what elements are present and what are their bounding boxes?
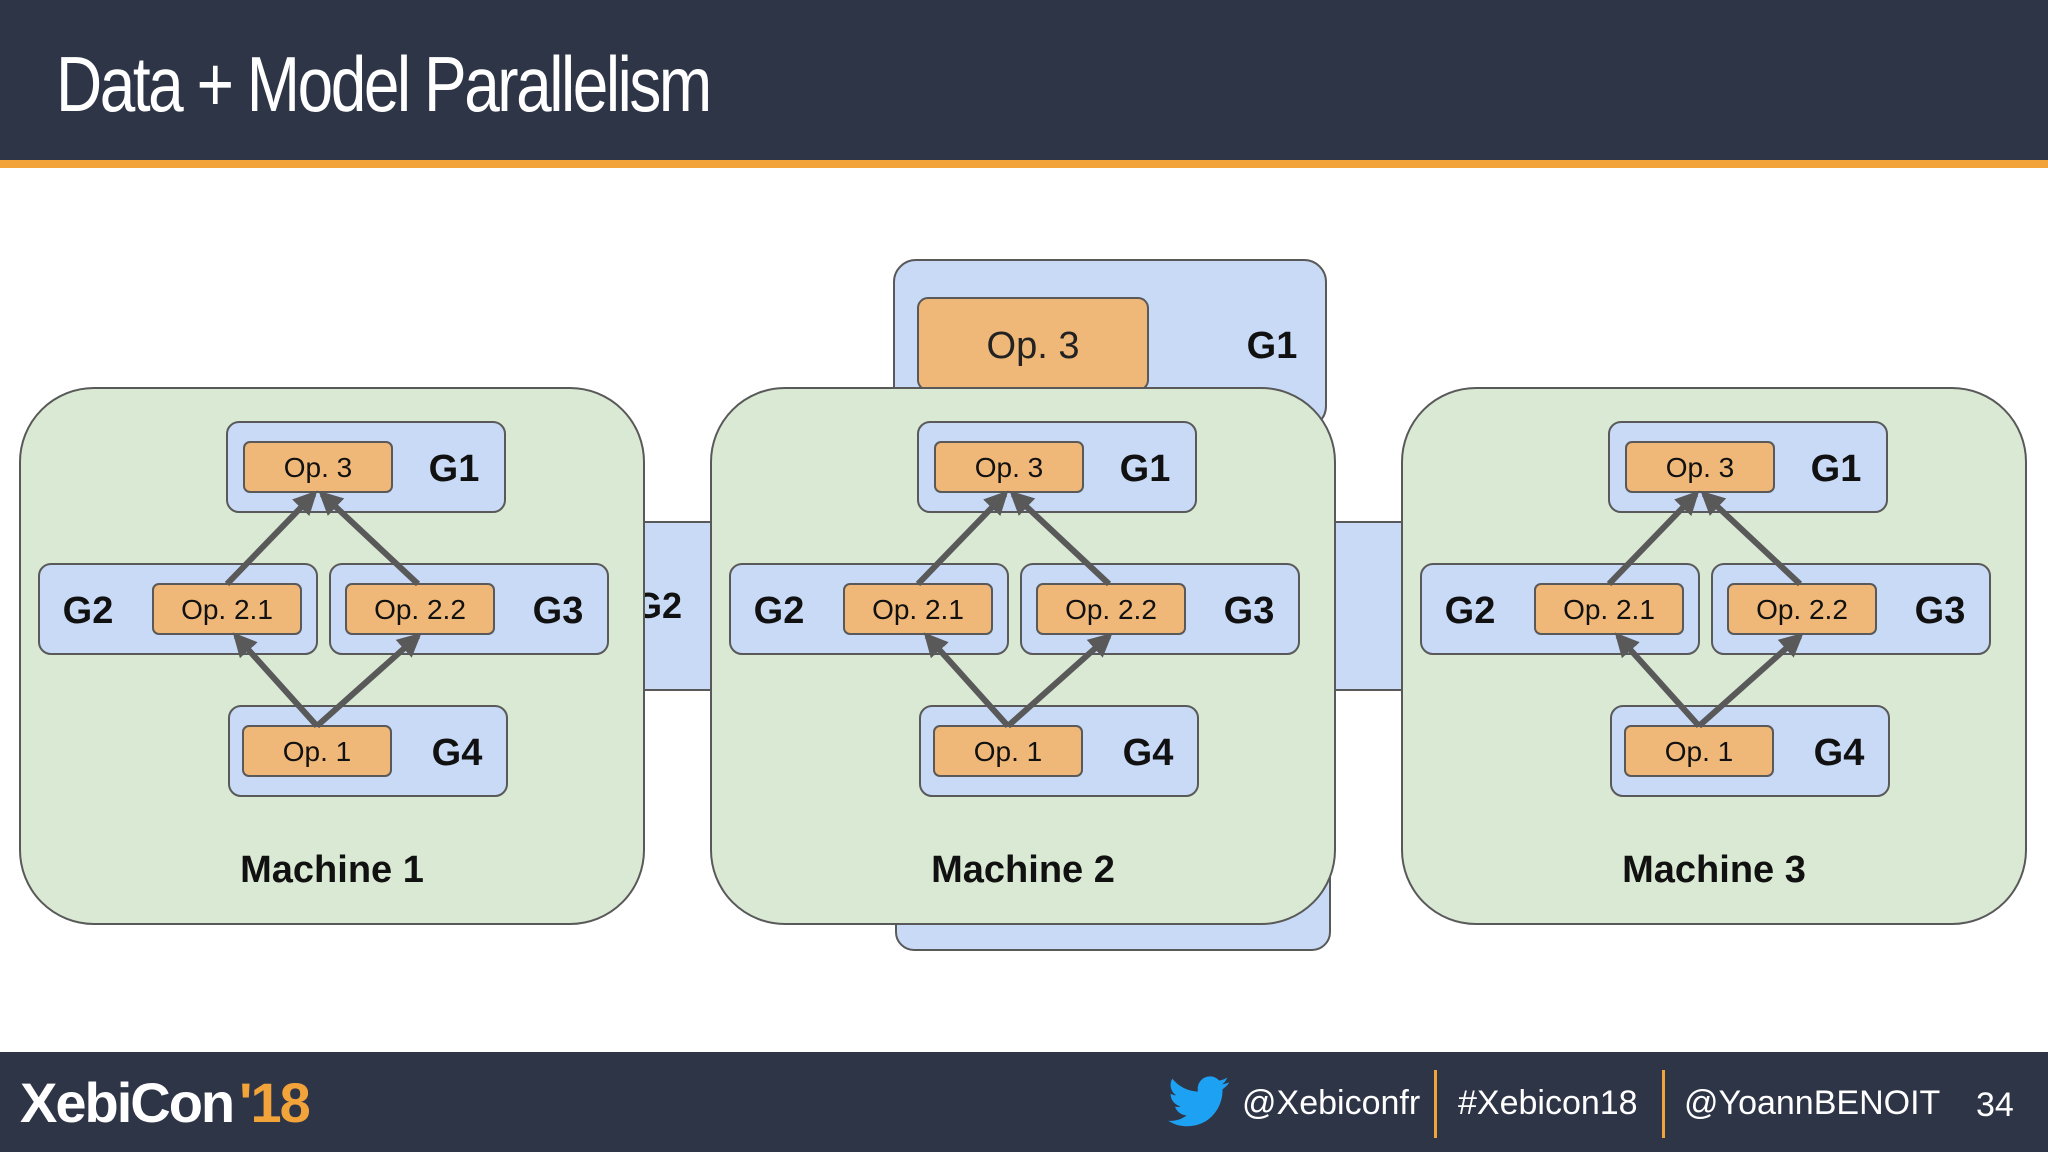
dependency-arrow-3 — [1606, 490, 1700, 587]
logo-year: '18 — [239, 1070, 311, 1134]
gpu-label-bottom: G4 — [1814, 732, 1865, 774]
gpu-label-bottom: G4 — [432, 732, 483, 774]
gpu-label-bottom: G4 — [1123, 732, 1174, 774]
op-label-top: Op. 3 — [284, 452, 352, 483]
dependency-arrow-4 — [318, 490, 421, 587]
dependency-arrow-1 — [923, 632, 1011, 729]
page-number: 34 — [1976, 1086, 2014, 1124]
op-label-right: Op. 2.2 — [374, 594, 466, 625]
op-label-left: Op. 2.1 — [1563, 594, 1655, 625]
slide-header: Data + Model Parallelism — [0, 0, 2048, 162]
gpu-label-top: G1 — [429, 448, 480, 490]
gpu-label-top: G1 — [1120, 448, 1171, 490]
op-label-bottom: Op. 1 — [974, 736, 1042, 767]
op-label-left: Op. 2.1 — [872, 594, 964, 625]
gpu-label-top: G1 — [1811, 448, 1862, 490]
logo-text: XebiCon — [20, 1070, 235, 1134]
op-label-top: Op. 3 — [1666, 452, 1734, 483]
op-label-bottom: Op. 1 — [283, 736, 351, 767]
gpu-label-left: G2 — [754, 590, 805, 632]
machine-label: Machine 2 — [931, 849, 1115, 891]
dependency-arrow-2 — [1697, 632, 1804, 729]
footer-divider-1 — [1434, 1070, 1437, 1138]
footer-divider-2 — [1662, 1070, 1665, 1138]
dependency-arrow-2 — [315, 632, 422, 729]
dependency-arrow-2 — [1006, 632, 1113, 729]
header-accent-line — [0, 160, 2048, 168]
speaker-handle: @YoannBENOIT — [1684, 1084, 1941, 1122]
replica-op-label: Op. 3 — [987, 325, 1080, 367]
gpu-label-right: G3 — [533, 590, 584, 632]
dependency-arrow-1 — [1614, 632, 1702, 729]
op-label-bottom: Op. 1 — [1665, 736, 1733, 767]
hashtag: #Xebicon18 — [1458, 1084, 1638, 1122]
op-box-top — [243, 441, 393, 493]
xebicon-logo: XebiCon'18 — [20, 1070, 311, 1134]
twitter-icon — [1168, 1076, 1229, 1127]
dependency-arrow-3 — [224, 490, 318, 587]
machine-label: Machine 3 — [1622, 849, 1806, 891]
op-label-top: Op. 3 — [975, 452, 1043, 483]
gpu-label-right: G3 — [1224, 590, 1275, 632]
op-label-right: Op. 2.2 — [1756, 594, 1848, 625]
op-label-right: Op. 2.2 — [1065, 594, 1157, 625]
slide-title: Data + Model Parallelism — [56, 40, 712, 128]
gpu-label-left: G2 — [63, 590, 114, 632]
op-label-left: Op. 2.1 — [181, 594, 273, 625]
op-box-top — [934, 441, 1084, 493]
op-box-top — [1625, 441, 1775, 493]
machine-label: Machine 1 — [240, 849, 424, 891]
gpu-label-left: G2 — [1445, 590, 1496, 632]
gpu-label-right: G3 — [1915, 590, 1966, 632]
dependency-arrow-4 — [1009, 490, 1112, 587]
replica-gpu-label: G1 — [1247, 325, 1298, 367]
twitter-handle: @Xebiconfr — [1242, 1084, 1421, 1122]
dependency-arrow-4 — [1700, 490, 1803, 587]
dependency-arrow-1 — [232, 632, 320, 729]
dependency-arrow-3 — [915, 490, 1009, 587]
slide-footer: XebiCon'18 @Xebiconfr #Xebicon18 @YoannB… — [0, 1052, 2048, 1152]
